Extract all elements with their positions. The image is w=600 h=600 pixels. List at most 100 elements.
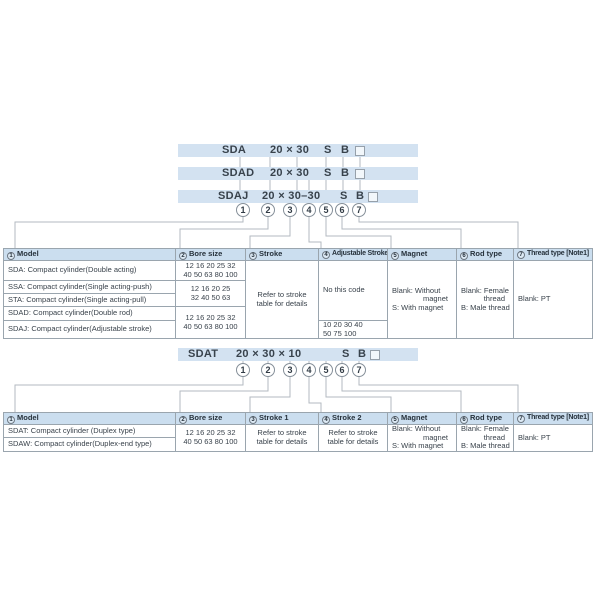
- callout-5-icon: 5: [391, 251, 399, 260]
- rod-code: B: [341, 144, 350, 156]
- table-row: SDAJ: Compact cylinder(Adjustable stroke…: [3, 320, 593, 339]
- thread-type-cell: Blank: PT: [513, 424, 593, 452]
- code-band-sda: SDA 20 × 30 S B: [178, 144, 418, 157]
- model-code: SDA: [222, 144, 247, 156]
- callout-5: 5: [319, 363, 333, 377]
- callout-7-icon: 7: [517, 415, 525, 423]
- table-row: SDAW: Compact cylinder(Duplex-end type): [3, 437, 593, 452]
- adjustable-stroke-values-cell: 10 20 30 40 50 75 100: [318, 320, 388, 339]
- table-row: SDAD: Compact cylinder(Double rod) 12 16…: [3, 306, 593, 339]
- callout-2-icon: 2: [179, 415, 187, 424]
- table-row: SSA: Compact cylinder(Single acting-push…: [3, 280, 593, 307]
- callout-1-icon: 1: [7, 251, 15, 260]
- callout-3: 3: [283, 203, 297, 217]
- callout-6-icon: 6: [460, 415, 468, 424]
- thread-option-box-icon: [355, 169, 365, 179]
- model-code: SDAD: [222, 167, 255, 179]
- thread-option-box-icon: [368, 192, 378, 202]
- rod-code: B: [358, 348, 367, 360]
- callout-6: 6: [335, 203, 349, 217]
- callout-5: 5: [319, 203, 333, 217]
- callout-6: 6: [335, 363, 349, 377]
- model-cell-sdat: SDAT: Compact cylinder (Duplex type): [3, 423, 176, 439]
- bore-stroke-code: 20 × 30: [270, 144, 310, 156]
- callout-5-icon: 5: [391, 415, 399, 424]
- table-row: SDAT: Compact cylinder (Duplex type) 12 …: [3, 423, 593, 452]
- model-cell-sdaw: SDAW: Compact cylinder(Duplex-end type): [3, 437, 176, 452]
- table-row: SDA: Compact cylinder(Double acting) 12 …: [3, 260, 593, 339]
- adjustable-stroke-none-cell: No this code: [318, 260, 388, 321]
- callout-6-icon: 6: [460, 251, 468, 260]
- callout-7: 7: [352, 203, 366, 217]
- model-code: SDAT: [188, 348, 219, 360]
- callout-3-icon: 3: [249, 251, 257, 260]
- model-code: SDAJ: [218, 190, 249, 202]
- callout-1-icon: 1: [7, 415, 15, 424]
- callout-2: 2: [261, 363, 275, 377]
- bore-stroke-code: 20 × 30: [270, 167, 310, 179]
- callout-4: 4: [302, 203, 316, 217]
- callout-4-icon: 4: [322, 251, 330, 259]
- code-band-sdaj: SDAJ 20 × 30–30 S B: [178, 190, 418, 203]
- rod-code: B: [341, 167, 350, 179]
- magnet-code: S: [324, 144, 332, 156]
- callout-2: 2: [261, 203, 275, 217]
- callout-row-1: 1 2 3 4 5 6 7: [0, 203, 600, 217]
- magnet-code: S: [340, 190, 348, 202]
- bore-stroke-code: 20 × 30–30: [262, 190, 321, 202]
- thread-option-box-icon: [370, 350, 380, 360]
- model-cell-sda: SDA: Compact cylinder(Double acting): [3, 260, 176, 281]
- magnet-code: S: [324, 167, 332, 179]
- model-cell-sdad: SDAD: Compact cylinder(Double rod): [3, 306, 176, 321]
- rod-code: B: [356, 190, 365, 202]
- thread-option-box-icon: [355, 146, 365, 156]
- callout-7: 7: [352, 363, 366, 377]
- callout-3: 3: [283, 363, 297, 377]
- model-cell-sta: STA: Compact cylinder(Single acting-pull…: [3, 293, 176, 307]
- model-cell-sdaj: SDAJ: Compact cylinder(Adjustable stroke…: [3, 320, 176, 339]
- code-band-sdat: SDAT 20 × 30 × 10 S B: [178, 348, 418, 361]
- model-cell-ssa: SSA: Compact cylinder(Single acting-push…: [3, 280, 176, 294]
- callout-4-icon: 4: [322, 415, 330, 424]
- callout-2-icon: 2: [179, 251, 187, 260]
- callout-1: 1: [236, 363, 250, 377]
- callout-row-2: 1 2 3 4 5 6 7: [0, 363, 600, 377]
- callout-1: 1: [236, 203, 250, 217]
- magnet-code: S: [342, 348, 350, 360]
- bore-stroke-code: 20 × 30 × 10: [236, 348, 302, 360]
- callout-7-icon: 7: [517, 251, 525, 259]
- callout-3-icon: 3: [249, 415, 257, 424]
- callout-4: 4: [302, 363, 316, 377]
- code-band-sdad: SDAD 20 × 30 S B: [178, 167, 418, 180]
